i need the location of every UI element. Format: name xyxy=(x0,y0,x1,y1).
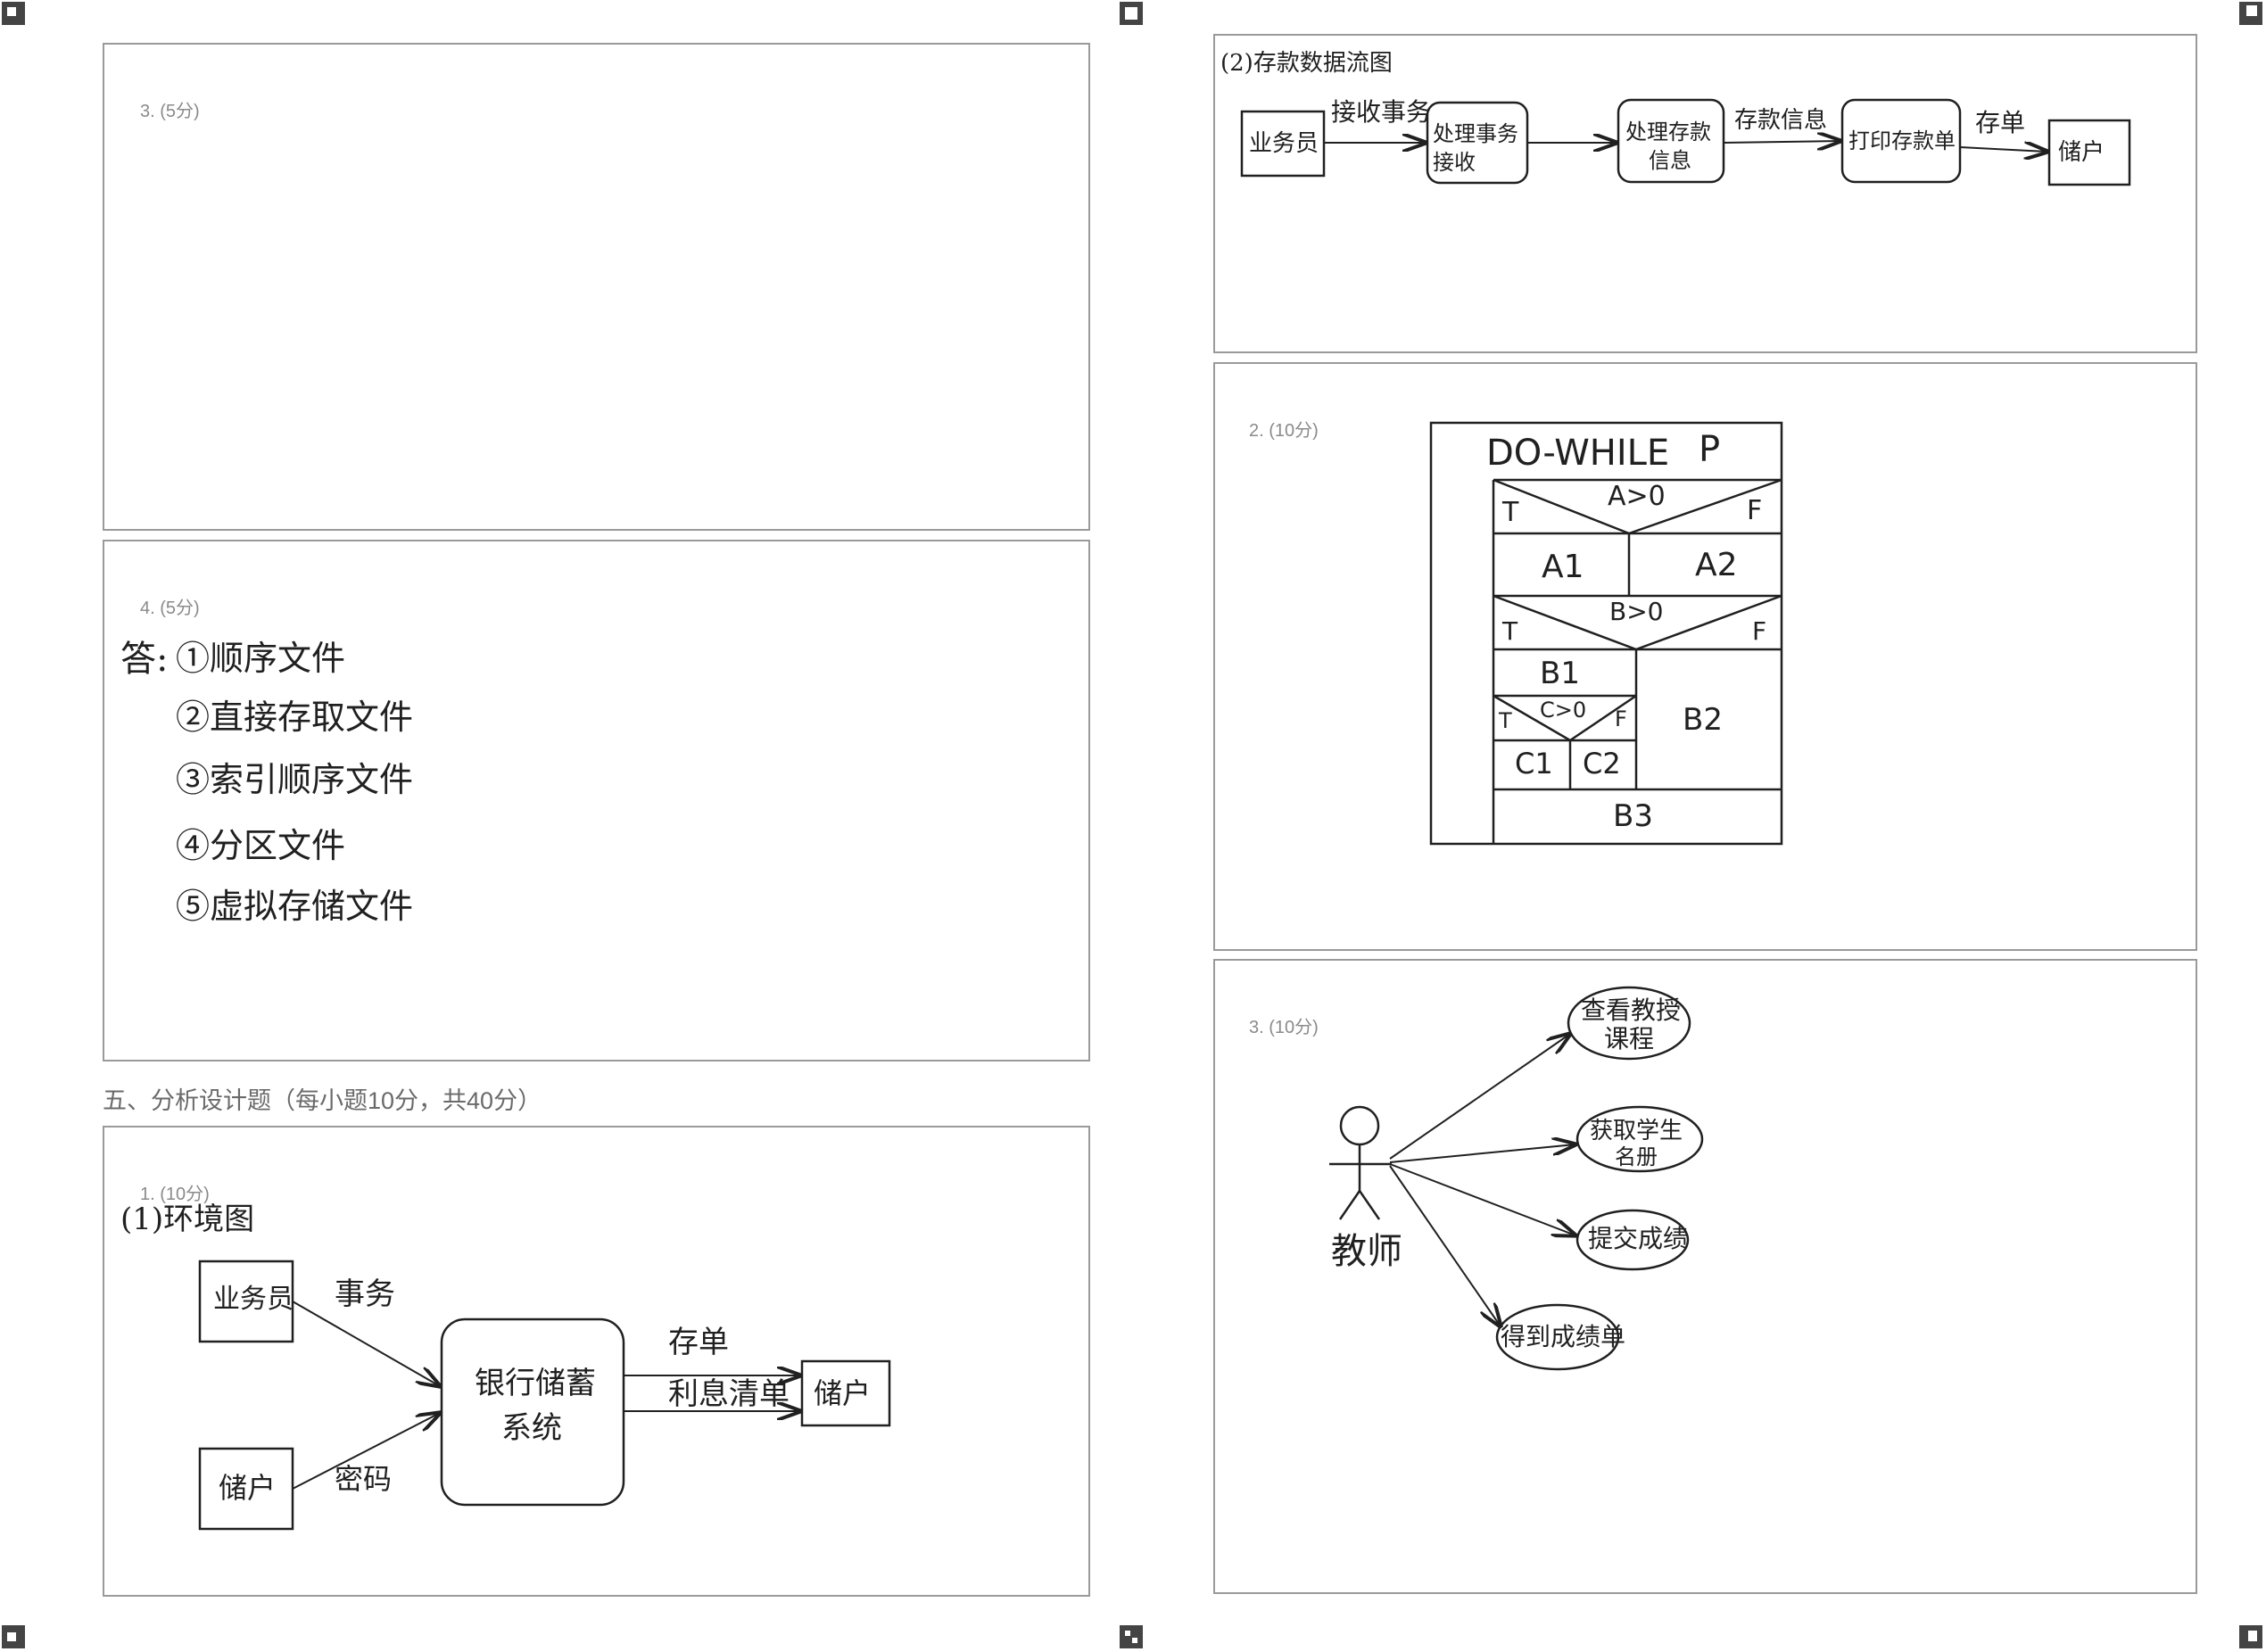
env-depositor-out: 储户 xyxy=(814,1376,872,1410)
corner-mark-bottom-middle xyxy=(1120,1625,1143,1648)
env-flow-interest-list: 利息清单 xyxy=(668,1376,790,1412)
ns-b1: B1 xyxy=(1540,656,1580,691)
ns-f-b: F xyxy=(1752,616,1767,646)
ns-b3: B3 xyxy=(1613,798,1653,834)
usecase-1-line2: 课程 xyxy=(1604,1024,1655,1053)
answer-prefix: 答: xyxy=(120,639,169,680)
dfd-flow-info: 存款信息 xyxy=(1734,107,1828,134)
env-diagram-title: (1)环境图 xyxy=(120,1202,255,1237)
corner-mark-bottom-right xyxy=(2239,1625,2262,1648)
question-3-usecase-box: 3. (10分) 教师 查看教授 课程 获取学生 xyxy=(1213,959,2197,1594)
dfd-box: (2)存款数据流图 业务员 接收事务 处理事务 接收 处理存款 信息 存款信息 … xyxy=(1213,34,2197,353)
dfd-flow-slip: 存单 xyxy=(1975,108,2026,137)
ns-cond-b: B>0 xyxy=(1609,597,1664,626)
env-system-line2: 系统 xyxy=(501,1410,562,1446)
corner-mark-top-right xyxy=(2239,2,2262,25)
question-1-box: 1. (10分) (1)环境图 业务员 储户 银行储蓄 系统 储户 事务 密码 … xyxy=(103,1126,1090,1597)
answer-item-3: ③索引顺序文件 xyxy=(176,760,414,799)
ns-p: P xyxy=(1699,429,1721,470)
ns-t-b: T xyxy=(1502,616,1518,646)
env-flow-deposit-slip: 存单 xyxy=(668,1325,729,1360)
dfd-lines xyxy=(1240,98,2131,186)
dfd-title: (2)存款数据流图 xyxy=(1220,50,1393,77)
ns-cond-a: A>0 xyxy=(1608,481,1666,512)
env-depositor-out-box xyxy=(800,1359,891,1427)
usecase-4: 得到成绩单 xyxy=(1501,1322,1626,1351)
actor-head xyxy=(1339,1105,1380,1146)
env-clerk: 业务员 xyxy=(213,1284,294,1315)
usecase-1-ellipse xyxy=(1567,986,1691,1061)
question-2-label: 2. (10分) xyxy=(1249,421,1319,441)
ns-a1: A1 xyxy=(1542,549,1584,585)
dfd-proc2-line1: 处理存款 xyxy=(1625,120,1711,145)
corner-mark-top-left xyxy=(2,2,25,25)
dfd-proc1-line2: 接收 xyxy=(1433,150,1476,175)
ns-f-c: F xyxy=(1615,706,1627,731)
ns-cond-c: C>0 xyxy=(1540,698,1587,723)
ns-c2: C2 xyxy=(1583,747,1621,781)
answer-item-1: ①顺序文件 xyxy=(176,639,346,678)
env-depositor-in: 储户 xyxy=(219,1471,277,1505)
usecase-actor: 教师 xyxy=(1331,1231,1402,1272)
ns-a2: A2 xyxy=(1695,547,1738,583)
usecase-lines xyxy=(1329,986,1704,1371)
answer-item-5: ⑤虚拟存储文件 xyxy=(176,887,414,926)
question-1-label: 1. (10分) xyxy=(140,1185,210,1204)
ns-t-c: T xyxy=(1499,708,1512,733)
env-flow-transaction: 事务 xyxy=(335,1276,395,1312)
dfd-proc2-line2: 信息 xyxy=(1649,148,1691,173)
ns-loop: DO-WHILE xyxy=(1486,433,1670,474)
env-diagram-lines xyxy=(198,1260,891,1531)
dfd-proc1-line1: 处理事务 xyxy=(1433,121,1518,146)
usecase-4-ellipse xyxy=(1495,1303,1620,1371)
dfd-clerk: 业务员 xyxy=(1249,130,1319,157)
question-4-box: 4. (5分) 答: ①顺序文件 ②直接存取文件 ③索引顺序文件 ④分区文件 ⑤… xyxy=(103,540,1090,1061)
usecase-2-line1: 获取学生 xyxy=(1590,1118,1683,1144)
dfd-proc3: 打印存款单 xyxy=(1848,128,1956,153)
section-5-title: 五、分析设计题（每小题10分，共40分） xyxy=(103,1087,542,1114)
usecase-3-ellipse xyxy=(1575,1209,1690,1271)
question-3-box: 3. (5分) xyxy=(103,43,1090,531)
question-3-label: 3. (5分) xyxy=(140,102,200,121)
dfd-proc2-box xyxy=(1617,98,1725,184)
usecase-3: 提交成绩 xyxy=(1588,1224,1689,1253)
env-flow-password: 密码 xyxy=(335,1462,393,1496)
corner-mark-top-middle xyxy=(1120,2,1143,25)
question-2-box: 2. (10分) DO-WHILE P A>0 T xyxy=(1213,362,2197,951)
question-3-usecase-label: 3. (10分) xyxy=(1249,1018,1319,1037)
usecase-2-line2: 名册 xyxy=(1615,1144,1658,1169)
dfd-flow-receive: 接收事务 xyxy=(1331,97,1432,127)
ns-f-a: F xyxy=(1747,495,1763,526)
ns-diagram-lines xyxy=(1429,421,1783,846)
ns-c1: C1 xyxy=(1515,747,1553,781)
ns-b2: B2 xyxy=(1683,702,1723,738)
corner-mark-bottom-left xyxy=(2,1625,25,1648)
env-system-line1: 银行储蓄 xyxy=(475,1366,596,1401)
answer-item-4: ④分区文件 xyxy=(176,826,346,865)
usecase-1-line1: 查看教授 xyxy=(1581,995,1682,1025)
question-4-label: 4. (5分) xyxy=(140,599,200,618)
ns-t-a: T xyxy=(1502,497,1519,528)
dfd-depositor: 储户 xyxy=(2058,139,2105,166)
answer-item-2: ②直接存取文件 xyxy=(176,698,414,737)
